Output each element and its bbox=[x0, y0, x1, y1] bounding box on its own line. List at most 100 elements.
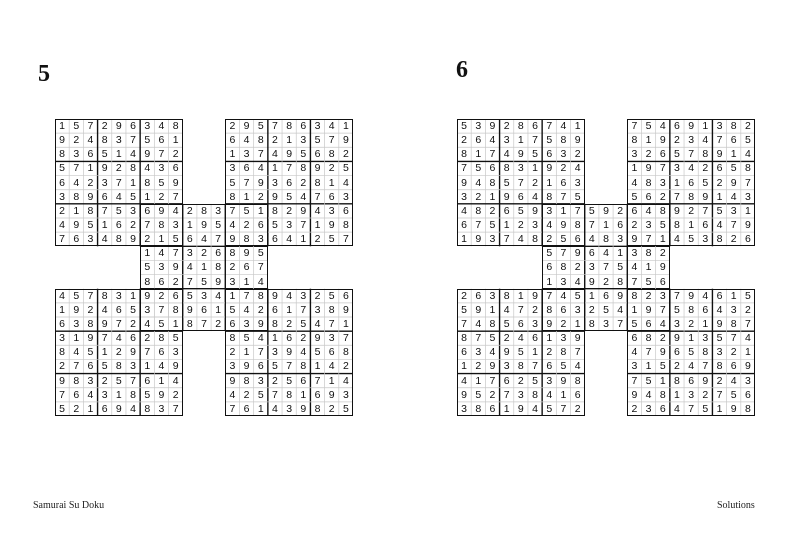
sudoku-cell: 9 bbox=[546, 318, 553, 330]
sudoku-cell: 6 bbox=[272, 303, 278, 316]
sudoku-cell: 2 bbox=[688, 318, 695, 330]
sudoku-cell: 3 bbox=[631, 360, 638, 373]
sudoku-cell: 4 bbox=[130, 402, 136, 415]
sudoku-cell: 2 bbox=[328, 162, 335, 175]
sudoku-cell: 2 bbox=[674, 360, 680, 373]
sudoku-cell: 2 bbox=[716, 374, 723, 387]
sudoku-cell: 9 bbox=[517, 402, 524, 415]
sudoku-cell: 6 bbox=[688, 374, 695, 387]
sudoku-cell: 1 bbox=[659, 233, 666, 246]
sudoku-cell: 8 bbox=[342, 346, 349, 359]
sudoku-cell: 2 bbox=[631, 219, 638, 231]
sudoku-cell: 2 bbox=[716, 176, 723, 189]
sudoku-cell: 7 bbox=[158, 148, 165, 161]
sudoku-cell: 9 bbox=[617, 289, 624, 302]
sudoku-cell: 1 bbox=[475, 148, 482, 161]
sudoku-cell: 6 bbox=[674, 120, 680, 132]
sudoku-cell: 2 bbox=[475, 360, 482, 373]
sudoku-cell: 4 bbox=[257, 275, 264, 288]
sudoku-cell: 1 bbox=[130, 289, 136, 302]
sudoku-cell: 1 bbox=[158, 233, 165, 246]
sudoku-cell: 5 bbox=[560, 233, 567, 246]
sudoku-cell: 6 bbox=[574, 388, 581, 401]
sudoku-cell: 4 bbox=[489, 134, 496, 147]
sudoku-cell: 3 bbox=[144, 303, 151, 316]
sudoku-cell: 1 bbox=[560, 204, 567, 217]
sudoku-cell: 9 bbox=[144, 148, 151, 161]
sudoku-cell: 4 bbox=[702, 134, 709, 147]
sudoku-cell: 8 bbox=[461, 332, 468, 345]
sudoku-cell: 2 bbox=[158, 190, 165, 203]
sudoku-cell: 6 bbox=[257, 360, 264, 373]
page-number-right: 6 bbox=[456, 57, 468, 83]
sudoku-cell: 7 bbox=[115, 176, 122, 189]
sudoku-cell: 9 bbox=[659, 261, 666, 274]
sudoku-cell: 1 bbox=[229, 148, 236, 161]
sudoku-cell: 8 bbox=[489, 176, 496, 189]
sudoku-cell: 9 bbox=[603, 204, 609, 217]
sudoku-cell: 5 bbox=[461, 303, 468, 316]
sudoku-cell: 5 bbox=[659, 219, 666, 231]
sudoku-cell: 5 bbox=[115, 374, 122, 387]
sudoku-cell: 2 bbox=[59, 360, 66, 373]
sudoku-cell: 5 bbox=[87, 346, 94, 359]
sudoku-cell: 8 bbox=[215, 261, 222, 274]
sudoku-cell: 9 bbox=[101, 318, 108, 330]
sudoku-cell: 3 bbox=[546, 204, 553, 217]
sudoku-cell: 7 bbox=[229, 402, 236, 415]
sudoku-cell: 6 bbox=[517, 318, 524, 330]
sudoku-cell: 6 bbox=[229, 134, 236, 147]
sudoku-cell: 3 bbox=[503, 360, 510, 373]
sudoku-cell: 5 bbox=[229, 176, 236, 189]
sudoku-cell: 3 bbox=[328, 204, 335, 217]
sudoku-cell: 3 bbox=[229, 162, 236, 175]
sudoku-cell: 3 bbox=[342, 388, 349, 401]
sudoku-cell: 8 bbox=[300, 360, 307, 373]
sudoku-cell: 7 bbox=[489, 148, 496, 161]
sudoku-cell: 2 bbox=[744, 120, 751, 132]
sudoku-cell: 1 bbox=[517, 134, 524, 147]
sudoku-cell: 8 bbox=[101, 134, 108, 147]
sudoku-cell: 6 bbox=[744, 233, 751, 246]
sudoku-cell: 5 bbox=[172, 332, 179, 345]
sudoku-cell: 5 bbox=[73, 289, 80, 302]
sudoku-cell: 4 bbox=[101, 303, 108, 316]
sudoku-cell: 6 bbox=[617, 219, 624, 231]
sudoku-cell: 9 bbox=[59, 374, 66, 387]
sudoku-cell: 7 bbox=[546, 120, 553, 132]
sudoku-cell: 1 bbox=[730, 289, 737, 302]
sudoku-cell: 2 bbox=[730, 233, 737, 246]
sudoku-cell: 9 bbox=[730, 402, 737, 415]
sudoku-cell: 3 bbox=[172, 346, 179, 359]
sudoku-cell: 8 bbox=[688, 190, 695, 203]
sudoku-cell: 7 bbox=[532, 360, 538, 373]
sudoku-cell: 5 bbox=[115, 204, 122, 217]
sudoku-cell: 4 bbox=[101, 233, 108, 246]
sudoku-cell: 3 bbox=[314, 120, 321, 132]
sudoku-cell: 9 bbox=[172, 360, 179, 373]
sudoku-cell: 4 bbox=[503, 148, 510, 161]
sudoku-cell: 9 bbox=[532, 204, 538, 217]
sudoku-cell: 1 bbox=[503, 219, 510, 231]
sudoku-cell: 5 bbox=[503, 318, 510, 330]
sudoku-cell: 5 bbox=[560, 360, 567, 373]
sudoku-cell: 7 bbox=[130, 374, 136, 387]
sudoku-cell: 1 bbox=[115, 388, 122, 401]
sudoku-cell: 7 bbox=[645, 233, 652, 246]
sudoku-cell: 8 bbox=[144, 176, 151, 189]
sudoku-cell: 7 bbox=[659, 303, 666, 316]
sudoku-cell: 4 bbox=[158, 360, 165, 373]
sudoku-cell: 9 bbox=[328, 388, 335, 401]
sudoku-cell: 6 bbox=[716, 162, 723, 175]
sudoku-cell: 8 bbox=[631, 289, 638, 302]
sudoku-cell: 9 bbox=[588, 275, 595, 288]
sudoku-cell: 4 bbox=[730, 190, 737, 203]
sudoku-cell: 4 bbox=[546, 388, 553, 401]
sudoku-cell: 5 bbox=[328, 233, 335, 246]
sudoku-cell: 7 bbox=[300, 303, 307, 316]
sudoku-cell: 7 bbox=[645, 346, 652, 359]
sudoku-cell: 4 bbox=[744, 332, 751, 345]
sudoku-cell: 8 bbox=[730, 318, 737, 330]
sudoku-cell: 2 bbox=[101, 120, 108, 132]
sudoku-cell: 9 bbox=[59, 134, 66, 147]
